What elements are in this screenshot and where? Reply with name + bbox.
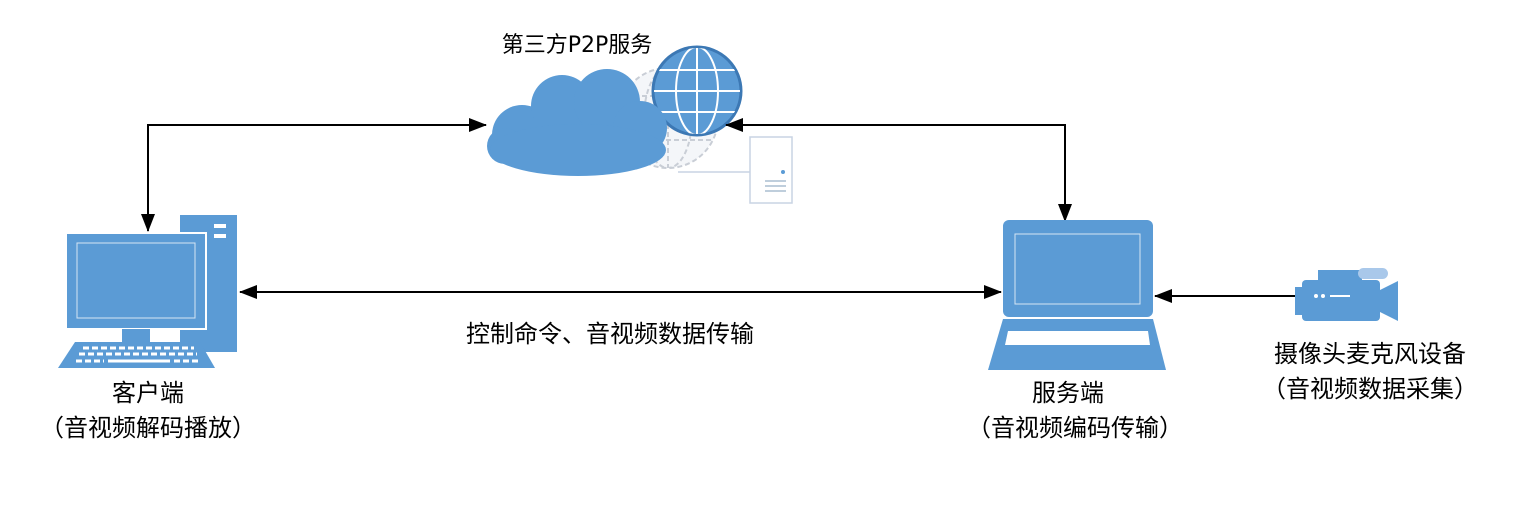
- client-title: 客户端: [112, 379, 184, 407]
- server-node: 服务端 （音视频编码传输）: [967, 220, 1183, 442]
- server-title: 服务端: [1032, 379, 1104, 407]
- client-subtitle: （音视频解码播放）: [40, 414, 256, 442]
- p2p-service-label: 第三方P2P服务: [502, 33, 653, 58]
- device-title: 摄像头麦克风设备: [1274, 340, 1466, 368]
- device-node: 摄像头麦克风设备 （音视频数据采集）: [1262, 268, 1478, 403]
- video-camera-icon: [1295, 268, 1398, 321]
- client-node: 客户端 （音视频解码播放）: [40, 215, 256, 442]
- p2p-service-node: 第三方P2P服务: [487, 33, 793, 204]
- link-label: 控制命令、音视频数据传输: [466, 320, 754, 348]
- server-p2p-arrow: [725, 118, 1072, 222]
- desktop-computer-icon: [58, 215, 237, 368]
- globe-icon: [651, 45, 743, 137]
- device-subtitle: （音视频数据采集）: [1262, 375, 1478, 403]
- server-subtitle: （音视频编码传输）: [967, 414, 1183, 442]
- laptop-icon: [988, 220, 1166, 370]
- client-p2p-arrow: [141, 118, 487, 232]
- cloud-icon: [487, 69, 667, 176]
